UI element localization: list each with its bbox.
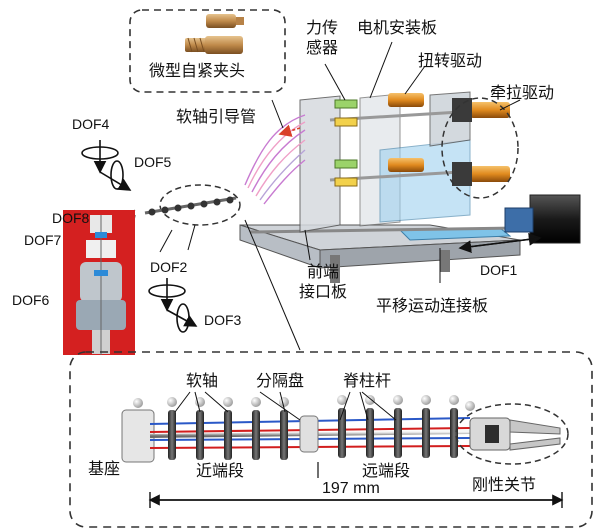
label-front-port: 前端 接口板 bbox=[288, 262, 358, 302]
dof-rotation-icons bbox=[81, 140, 198, 333]
label-dof8: DOF8 bbox=[52, 210, 90, 226]
label-force-sensor-line2: 感器 bbox=[305, 38, 338, 57]
detail-panel bbox=[69, 351, 593, 528]
chuck-image-small bbox=[206, 14, 244, 28]
drive-mechanism bbox=[239, 91, 581, 283]
continuum-small bbox=[144, 196, 237, 216]
robot-photo bbox=[63, 210, 135, 355]
label-dof1: DOF1 bbox=[480, 262, 518, 278]
label-micro-chuck: 微型自紧夹头 bbox=[149, 61, 246, 80]
label-spacer-disk: 分隔盘 bbox=[256, 371, 305, 390]
label-dof3: DOF3 bbox=[204, 312, 242, 328]
label-traction-drive: 牵拉驱动 bbox=[490, 83, 555, 102]
label-dof2: DOF2 bbox=[150, 259, 188, 275]
bundle-highlight bbox=[159, 184, 241, 226]
label-length: 197 mm bbox=[322, 480, 380, 497]
traction-motors bbox=[452, 98, 510, 186]
marker-balls bbox=[133, 395, 475, 411]
rigid-joint-gripper bbox=[469, 417, 561, 451]
label-translation-plate: 平移运动连接板 bbox=[376, 296, 489, 315]
force-sensors bbox=[334, 99, 358, 187]
label-front-port-line2: 接口板 bbox=[298, 282, 347, 301]
label-dof6: DOF6 bbox=[12, 292, 50, 308]
traction-highlight bbox=[441, 97, 519, 199]
micro-chuck-callout bbox=[129, 9, 286, 93]
label-torsion-drive: 扭转驱动 bbox=[418, 51, 483, 70]
label-rigid-joint: 刚性关节 bbox=[472, 475, 537, 494]
label-dof4: DOF4 bbox=[72, 116, 110, 132]
label-force-sensor-line1: 力传 bbox=[305, 18, 338, 37]
label-dof7: DOF7 bbox=[24, 232, 62, 248]
spacer-disks bbox=[168, 408, 458, 460]
cable-bundle bbox=[244, 114, 306, 205]
chuck-image-large bbox=[185, 36, 243, 54]
label-guide-tube: 软轴引导管 bbox=[176, 107, 257, 126]
rigid-joint-highlight bbox=[455, 403, 569, 465]
detail-leaders bbox=[174, 391, 397, 421]
label-base: 基座 bbox=[88, 459, 121, 478]
label-spine-rod: 脊柱杆 bbox=[343, 371, 392, 390]
label-motor-plate: 电机安装板 bbox=[357, 18, 438, 37]
label-dof5: DOF5 bbox=[134, 154, 172, 170]
label-proximal: 近端段 bbox=[196, 461, 245, 480]
label-distal: 远端段 bbox=[362, 461, 411, 480]
label-force-sensor: 力传 感器 bbox=[298, 18, 346, 58]
torsion-motors bbox=[388, 93, 424, 172]
label-front-port-line1: 前端 bbox=[306, 262, 339, 281]
label-soft-shaft: 软轴 bbox=[186, 371, 219, 390]
